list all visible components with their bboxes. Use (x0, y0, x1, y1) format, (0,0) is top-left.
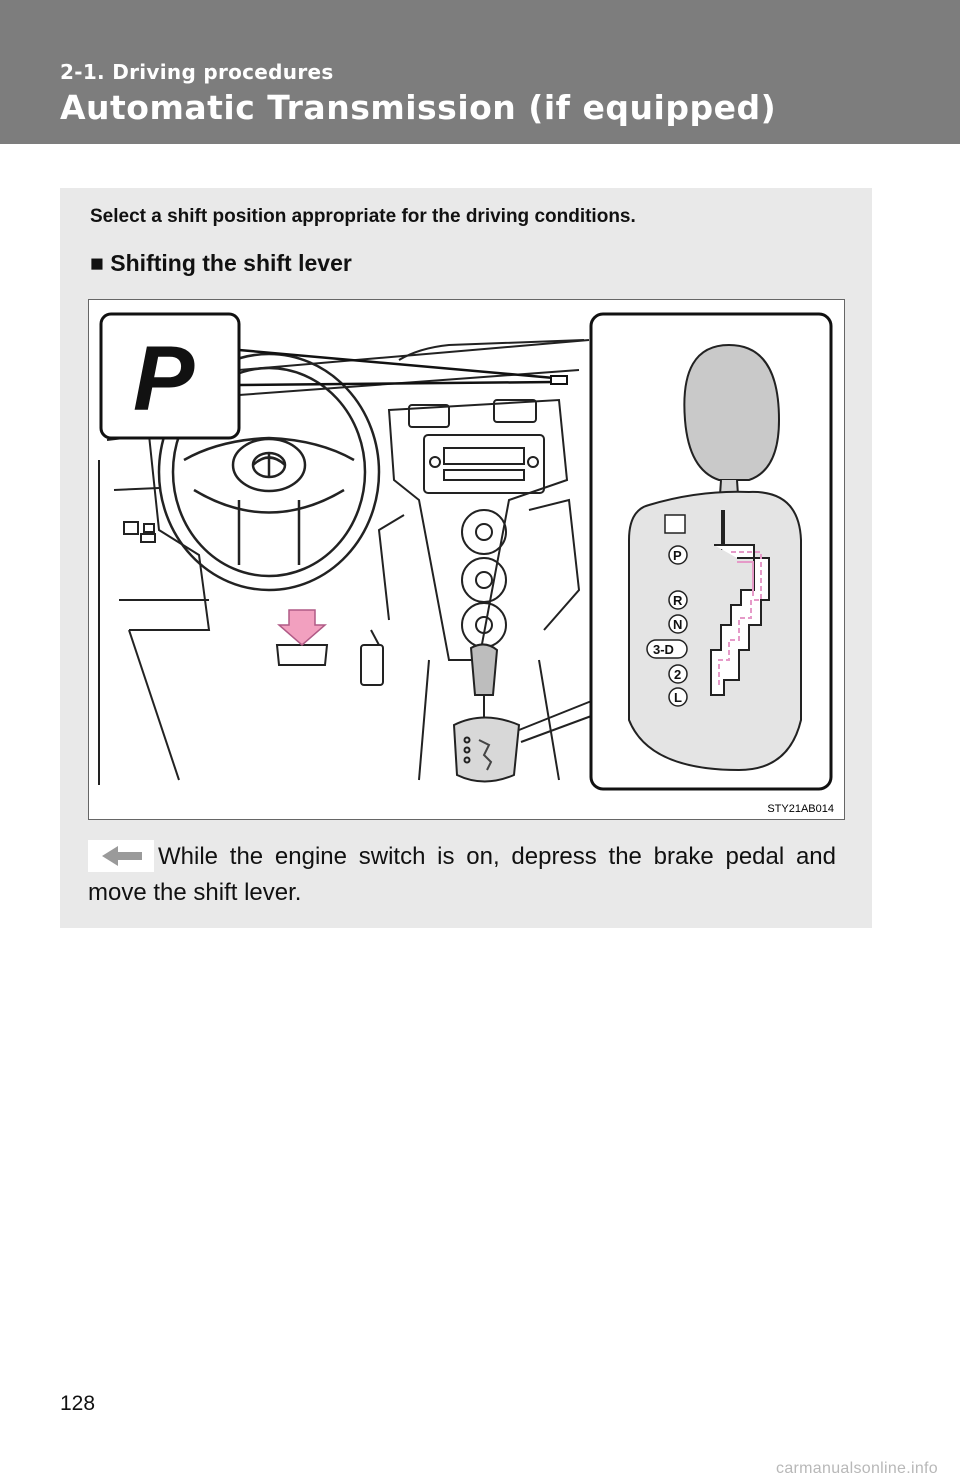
gear-label-3d: 3-D (653, 642, 674, 657)
steering-wheel (157, 352, 381, 592)
dashboard-illustration: P P R N 3-D (98, 312, 833, 791)
gear-label-r: R (673, 593, 683, 608)
instruction-text: While the engine switch is on, depress t… (88, 843, 836, 906)
page-title: Automatic Transmission (if equipped) (60, 88, 777, 127)
shift-detail-callout (589, 312, 833, 791)
shift-lever-figure: P P R N 3-D (88, 299, 845, 820)
intro-text: Select a shift position appropriate for … (90, 206, 636, 227)
p-indicator-callout (99, 312, 568, 440)
brake-arrow (276, 609, 328, 646)
gear-label-l: L (674, 690, 682, 705)
gear-label-p: P (673, 548, 682, 563)
gear-position-labels: P R N 3-D 2 L (646, 545, 688, 707)
indicator-letter: P (133, 328, 195, 430)
brake-pedal (275, 629, 384, 686)
page-number: 128 (60, 1392, 96, 1415)
figure-code: STY21AB014 (767, 803, 834, 815)
left-arrow-icon (88, 840, 154, 872)
gear-label-2: 2 (674, 667, 681, 682)
gear-label-n: N (673, 617, 682, 632)
section-label: 2-1. Driving procedures (60, 60, 334, 84)
watermark: carmanualsonline.info (776, 1460, 938, 1477)
subheading: ■ Shifting the shift lever (90, 250, 352, 276)
console-shifter (452, 643, 595, 783)
section-header (0, 0, 960, 144)
center-console (377, 398, 581, 781)
